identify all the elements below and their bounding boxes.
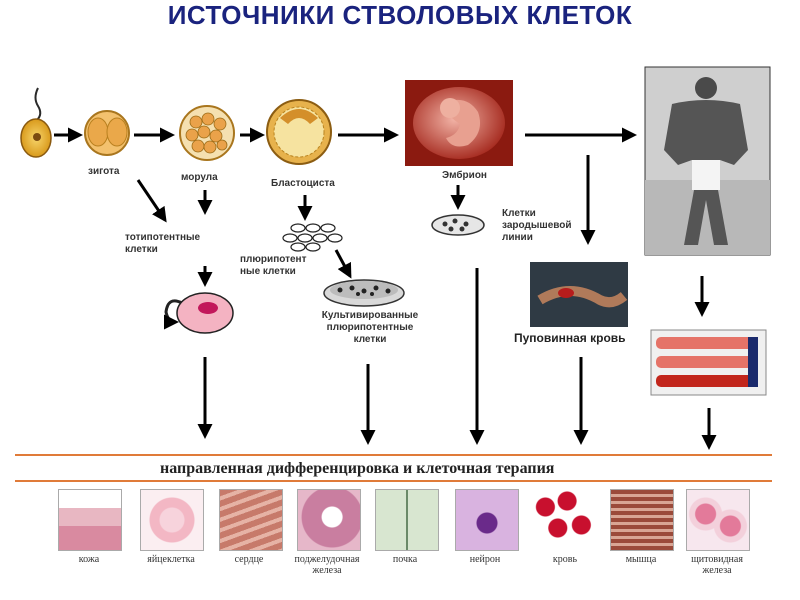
- tissue-kidney-image: [375, 489, 439, 551]
- therapy-banner: направленная дифференцировка и клеточная…: [160, 460, 555, 477]
- tissue-label-skin: кожа: [78, 554, 100, 565]
- label-totipotent: тотипотентные клетки: [125, 232, 201, 255]
- label-cultured: Культивированные плюрипотентные клетки: [321, 310, 419, 345]
- label-blastocyst: Бластоциста: [271, 178, 335, 189]
- label-pluripotent: плюрипотент ные клетки: [240, 254, 307, 277]
- page-title: ИСТОЧНИКИ СТВОЛОВЫХ КЛЕТОК: [167, 0, 633, 30]
- tissue-heart-image: [219, 489, 283, 551]
- label-zygote: зигота: [88, 166, 120, 177]
- arrow: [334, 249, 352, 279]
- arrow: [136, 179, 167, 223]
- label-cord-blood: Пуповинная кровь: [514, 331, 626, 345]
- pluripotent-cells-icon: [282, 223, 343, 252]
- tissue-thyroid-image: [686, 489, 750, 551]
- zygote-icon: [84, 110, 130, 156]
- tissue-muscle-image: [610, 489, 674, 551]
- label-germline: Клетки зародышевой линии: [502, 208, 572, 243]
- label-morula: морула: [181, 172, 218, 183]
- tissue-label-heart: сердце: [234, 554, 264, 565]
- tissue-skin-image: [58, 489, 122, 551]
- adult-photo: [644, 66, 771, 256]
- self-renewing-cell-icon: [163, 292, 234, 334]
- blastocyst-icon: [266, 99, 332, 165]
- germline-dish-icon: [431, 214, 485, 236]
- cultured-dish-icon: [323, 279, 405, 307]
- blood-vials-photo: [650, 329, 767, 396]
- morula-icon: [179, 105, 235, 161]
- tissue-label-blood: кровь: [552, 554, 578, 565]
- tissue-label-kidney: почка: [392, 554, 418, 565]
- label-embryo: Эмбрион: [442, 170, 487, 181]
- tissue-neuron-image: [455, 489, 519, 551]
- tissue-label-neuron: нейрон: [469, 554, 501, 565]
- egg-icon: [20, 87, 52, 158]
- tissue-label-egg: яйцеклетка: [147, 554, 195, 565]
- tissue-blood-image: [533, 489, 595, 549]
- tissue-egg-image: [140, 489, 204, 551]
- tissue-label-muscle: мышца: [625, 554, 657, 565]
- cord-blood-photo: [530, 262, 628, 327]
- tissue-pancreas-image: [297, 489, 361, 551]
- embryo-image: [405, 80, 513, 166]
